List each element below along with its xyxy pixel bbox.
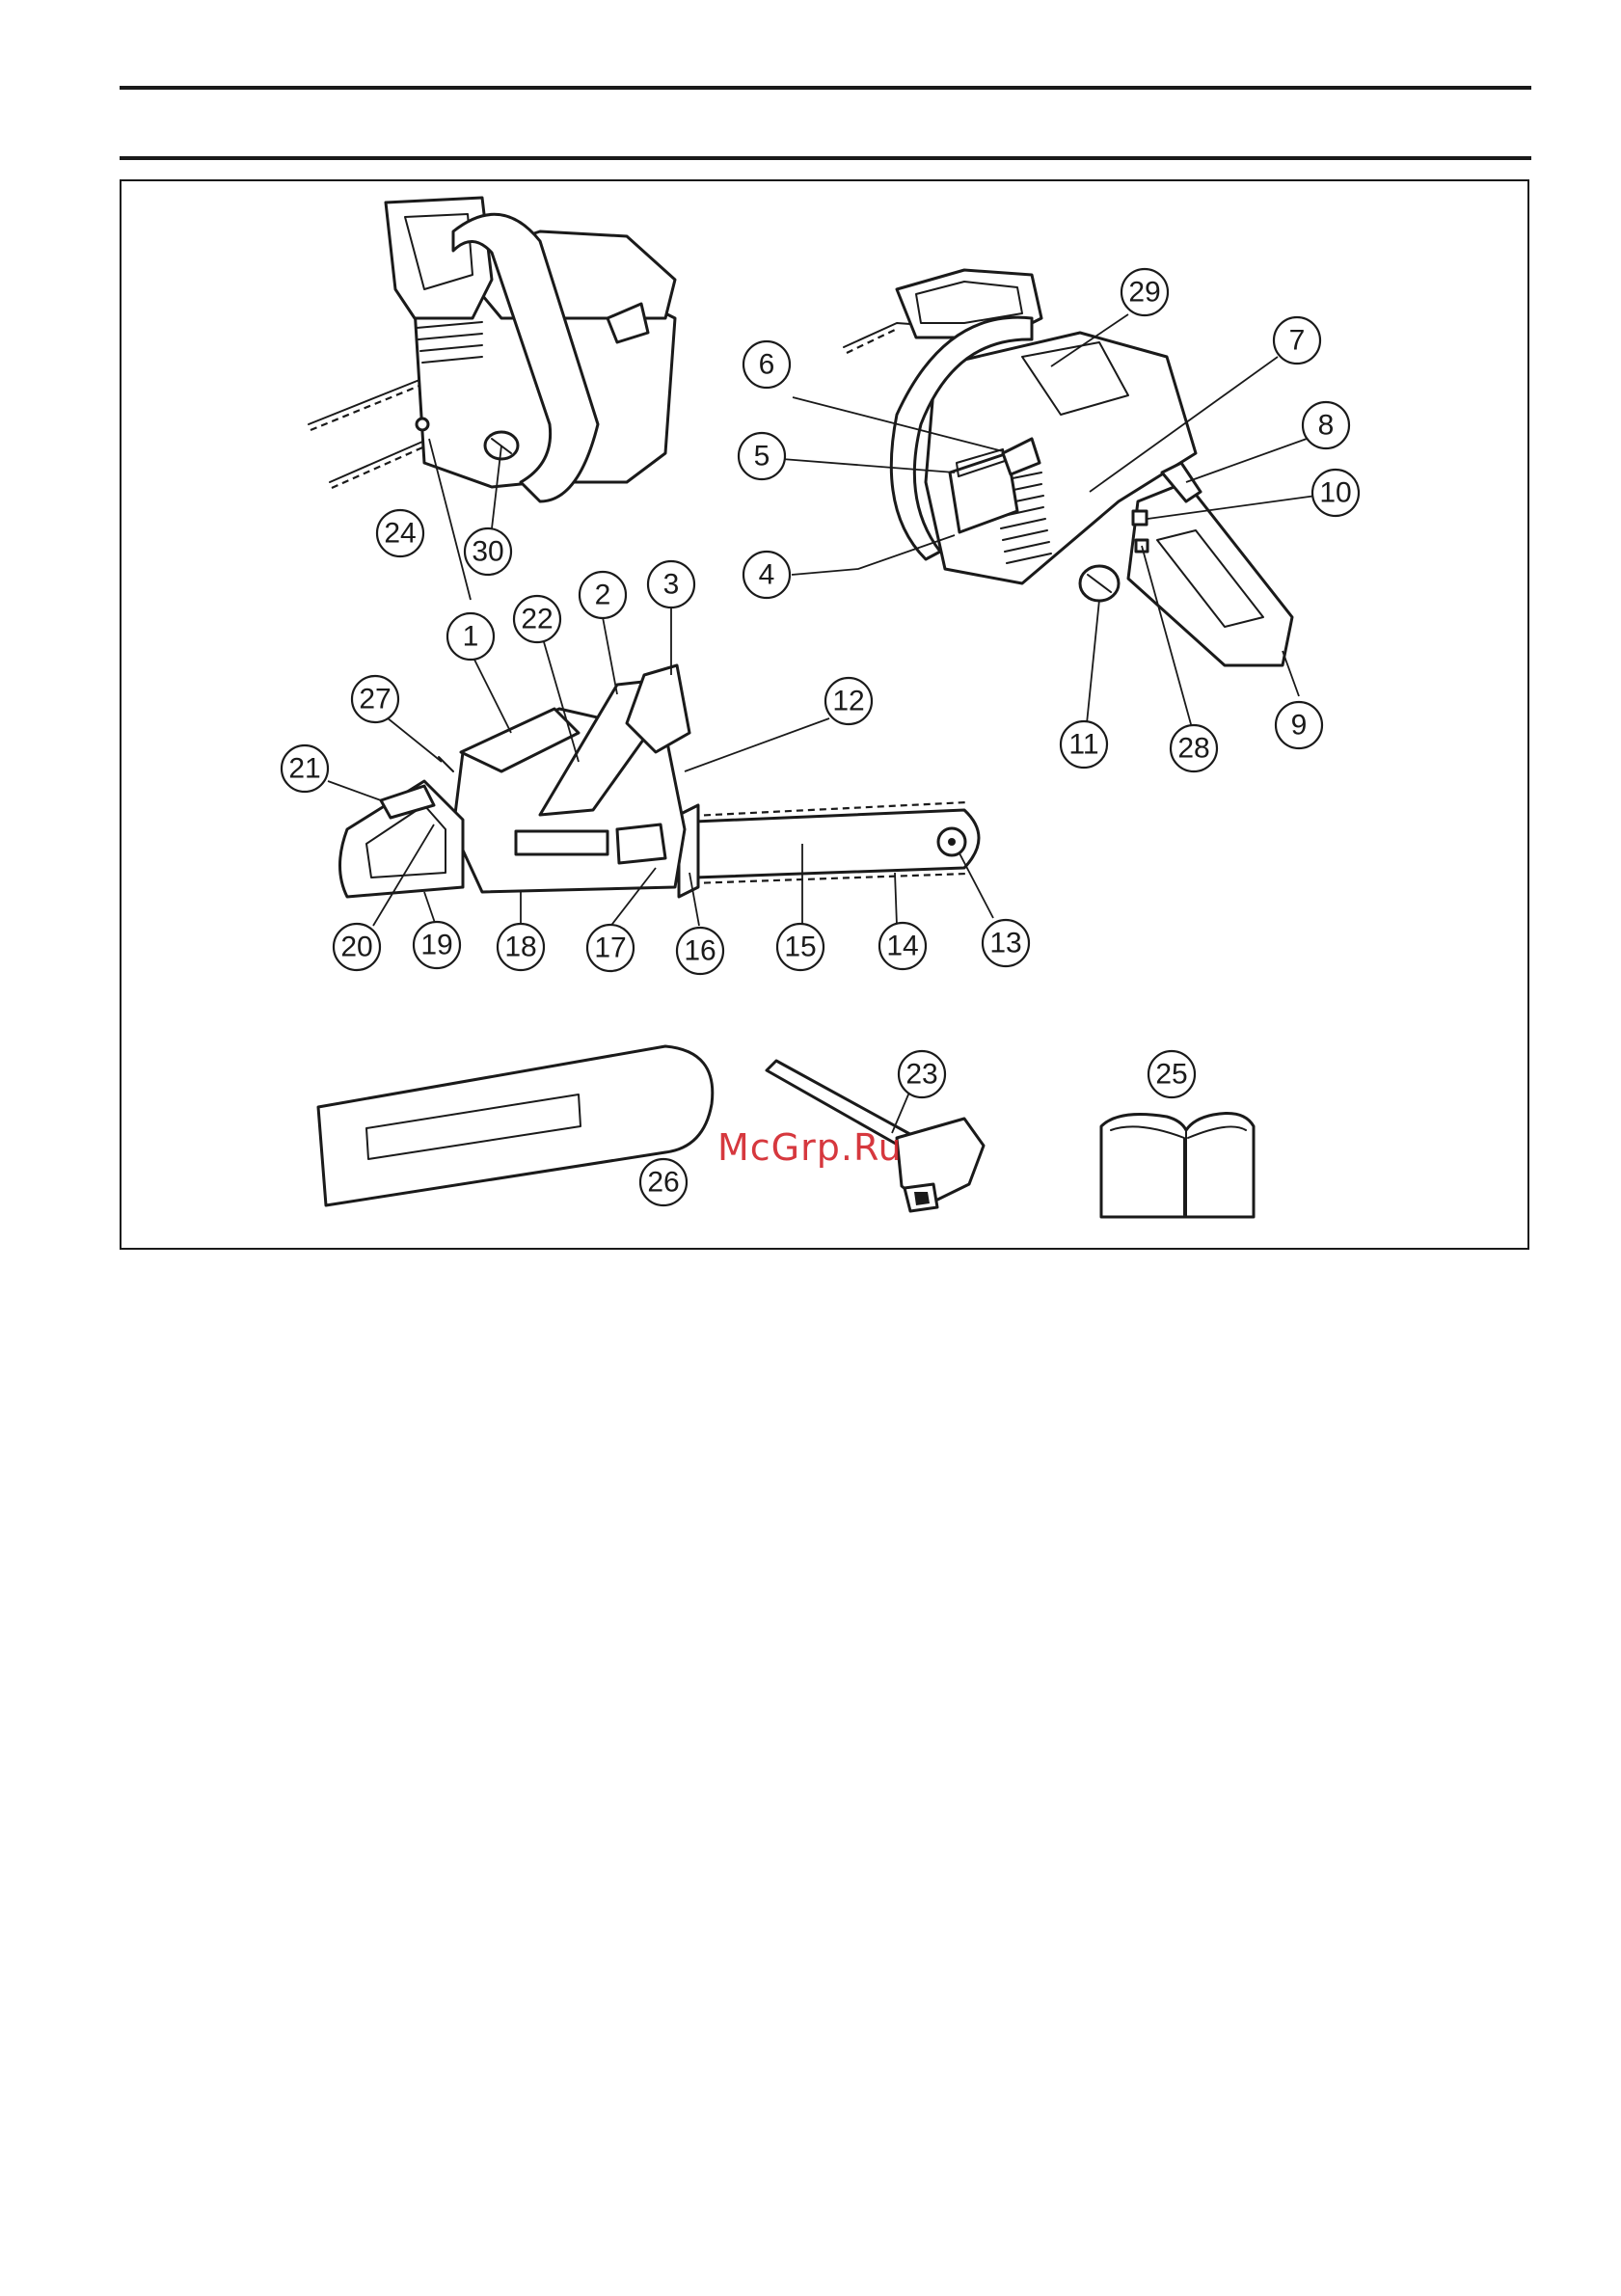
callout-8: 8 bbox=[1303, 402, 1349, 448]
callout-11: 11 bbox=[1061, 721, 1107, 768]
callout-4: 4 bbox=[743, 552, 790, 598]
callout-21: 21 bbox=[282, 745, 328, 792]
callout-label: 7 bbox=[1289, 325, 1306, 357]
callout-label: 27 bbox=[359, 684, 391, 716]
callout-label: 24 bbox=[384, 518, 416, 550]
callout-22: 22 bbox=[514, 596, 560, 642]
callout-label: 28 bbox=[1177, 733, 1209, 765]
callout-label: 22 bbox=[521, 604, 553, 635]
callout-13: 13 bbox=[983, 920, 1029, 966]
callout-label: 17 bbox=[594, 932, 626, 964]
callout-label: 4 bbox=[759, 559, 775, 591]
callout-label: 13 bbox=[989, 928, 1021, 959]
callout-label: 6 bbox=[759, 349, 775, 381]
callout-14: 14 bbox=[879, 923, 926, 969]
callout-label: 25 bbox=[1155, 1059, 1187, 1091]
callout-3: 3 bbox=[648, 561, 694, 608]
callout-5: 5 bbox=[739, 433, 785, 479]
callout-19: 19 bbox=[414, 922, 460, 968]
callout-label: 14 bbox=[886, 931, 918, 962]
callout-label: 3 bbox=[663, 569, 680, 601]
callout-label: 8 bbox=[1318, 410, 1335, 442]
callout-10: 10 bbox=[1312, 470, 1359, 516]
callout-label: 15 bbox=[784, 932, 816, 963]
instruction-manual-icon bbox=[1101, 1114, 1254, 1218]
callout-label: 12 bbox=[832, 686, 864, 717]
callout-label: 30 bbox=[472, 536, 503, 568]
watermark: McGrp.Ru bbox=[717, 1126, 903, 1169]
callout-label: 18 bbox=[504, 932, 536, 963]
callout-label: 29 bbox=[1128, 277, 1160, 309]
callout-12: 12 bbox=[825, 678, 872, 724]
callout-label: 20 bbox=[340, 932, 372, 963]
chainsaw-rear-view-illustration bbox=[309, 198, 675, 501]
callout-7: 7 bbox=[1274, 317, 1320, 364]
callout-20: 20 bbox=[334, 924, 380, 970]
callout-24: 24 bbox=[377, 510, 423, 556]
callout-9: 9 bbox=[1276, 702, 1322, 748]
callout-label: 10 bbox=[1319, 477, 1351, 509]
callout-26: 26 bbox=[640, 1159, 687, 1205]
callout-30: 30 bbox=[465, 528, 511, 575]
callout-label: 16 bbox=[684, 935, 716, 967]
callout-28: 28 bbox=[1171, 725, 1217, 771]
callout-label: 1 bbox=[463, 621, 479, 653]
callout-label: 5 bbox=[754, 441, 770, 473]
callout-label: 26 bbox=[647, 1167, 679, 1199]
callout-23: 23 bbox=[899, 1051, 945, 1097]
callout-25: 25 bbox=[1148, 1051, 1195, 1097]
callout-label: 9 bbox=[1291, 710, 1308, 742]
callout-1: 1 bbox=[447, 613, 494, 660]
callout-label: 21 bbox=[288, 753, 320, 785]
callout-label: 23 bbox=[905, 1059, 937, 1091]
callout-29: 29 bbox=[1121, 269, 1168, 315]
callout-2: 2 bbox=[580, 572, 626, 618]
chainsaw-side-view-illustration bbox=[340, 665, 980, 897]
callout-18: 18 bbox=[498, 924, 544, 970]
callout-label: 2 bbox=[595, 580, 611, 611]
callout-label: 11 bbox=[1068, 729, 1098, 761]
callout-label: 19 bbox=[420, 930, 452, 961]
callout-17: 17 bbox=[587, 925, 634, 971]
callout-27: 27 bbox=[352, 676, 398, 722]
callout-15: 15 bbox=[777, 924, 824, 970]
callout-6: 6 bbox=[743, 341, 790, 388]
callout-16: 16 bbox=[677, 928, 723, 974]
